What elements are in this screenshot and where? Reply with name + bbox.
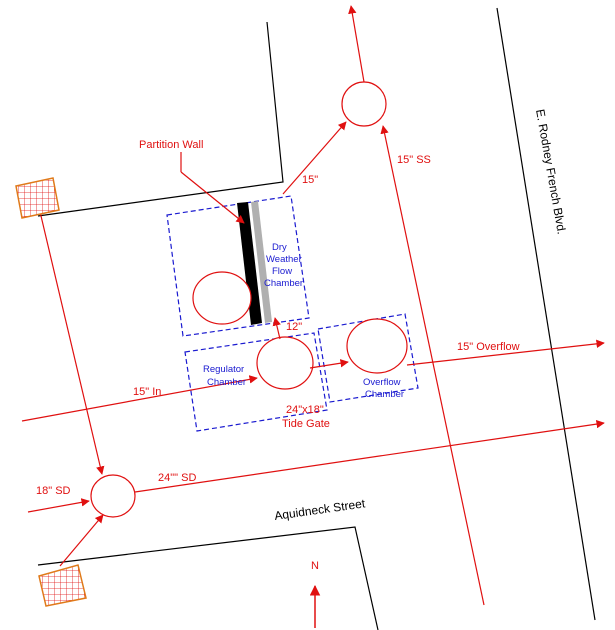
pipe-ss-out — [348, 5, 365, 83]
dry-weather-label-3: Flow — [272, 266, 292, 277]
building-outline — [37, 21, 284, 217]
pipe-15-label: 15" — [302, 174, 318, 186]
overflow-chamber-label-2: Chamber — [365, 389, 404, 400]
regulator-label-2: Chamber — [207, 377, 246, 388]
in-15-label: 15" In — [133, 386, 161, 398]
pipe-15-ss-long — [380, 125, 485, 606]
manhole-sd — [90, 474, 136, 518]
grate-icon — [15, 177, 60, 219]
manhole-ss — [341, 81, 387, 127]
catch-basins — [15, 177, 87, 607]
ss-15-label: 15" SS — [397, 154, 431, 166]
sd-24-label: 24"" SD — [158, 472, 196, 484]
pipe-cb-bottom-to-sd — [59, 514, 104, 567]
pipe-to-overflow-chamber — [309, 359, 349, 369]
street-lines — [37, 7, 596, 630]
aquidneck-street-edge — [37, 526, 379, 630]
grate-icon — [38, 564, 87, 607]
pipe-15-in — [21, 375, 258, 422]
manholes — [90, 81, 408, 518]
dry-weather-label-1: Dry — [272, 242, 287, 253]
overflow-15-label: 15" Overflow — [457, 341, 520, 353]
pipe-24-sd — [134, 419, 605, 493]
pipes — [21, 5, 605, 606]
pipe-12-label: 12" — [286, 321, 302, 333]
north-label: N — [311, 560, 319, 572]
regulator-label-1: Regulator — [203, 364, 244, 375]
pipe-15-to-ss — [282, 121, 347, 195]
partition-wall — [237, 201, 272, 325]
dry-weather-label-2: Weather — [266, 254, 302, 265]
pipe-15-overflow — [406, 339, 605, 366]
dry-weather-flow-chamber — [166, 195, 310, 337]
tide-gate-label-1: 24"x18" — [286, 404, 324, 416]
rodney-french-label: E. Rodney French Blvd. — [533, 108, 569, 235]
tide-gate-label-2: Tide Gate — [282, 418, 330, 430]
aquidneck-street-label: Aquidneck Street — [273, 496, 366, 523]
dry-weather-label-4: Chamber — [264, 278, 303, 289]
pipe-18-sd — [27, 498, 90, 513]
manhole-regulator — [256, 336, 314, 390]
manhole-overflow — [346, 318, 408, 374]
partition-wall-label: Partition Wall — [139, 139, 203, 151]
sd-18-label: 18" SD — [36, 485, 71, 497]
partition-wall-leader-2 — [180, 171, 245, 224]
pipe-12 — [272, 317, 281, 340]
manhole-dry-weather — [192, 271, 252, 325]
rodney-french-blvd-edge — [496, 7, 596, 621]
overflow-chamber-label-1: Overflow — [363, 377, 401, 388]
regulator-chamber — [184, 332, 328, 432]
pipe-cb-top-to-sd — [36, 198, 105, 475]
